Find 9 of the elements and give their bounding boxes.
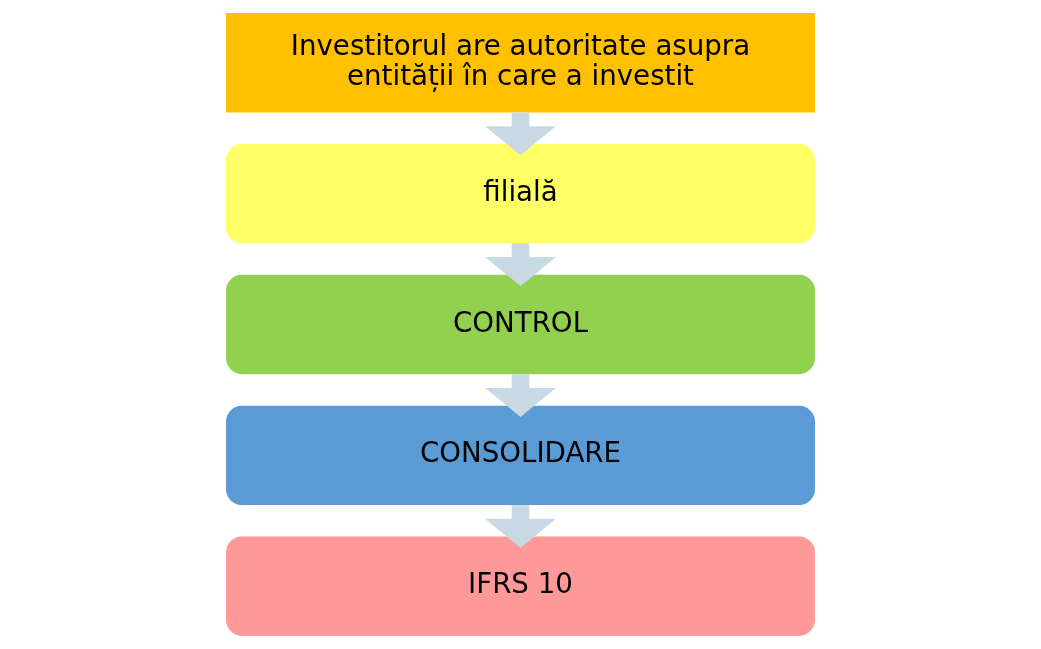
arrow: [485, 374, 557, 417]
arrow: [485, 243, 557, 286]
arrow: [485, 505, 557, 548]
node-box: CONSOLIDARE: [226, 405, 815, 506]
node-box: filială: [226, 143, 815, 244]
node-box: Investitorul are autoritate asupra entității în care a investit: [226, 13, 815, 113]
arrow: [485, 112, 557, 156]
node-box: CONTROL: [226, 274, 815, 375]
node-box: IFRS 10: [226, 536, 815, 636]
